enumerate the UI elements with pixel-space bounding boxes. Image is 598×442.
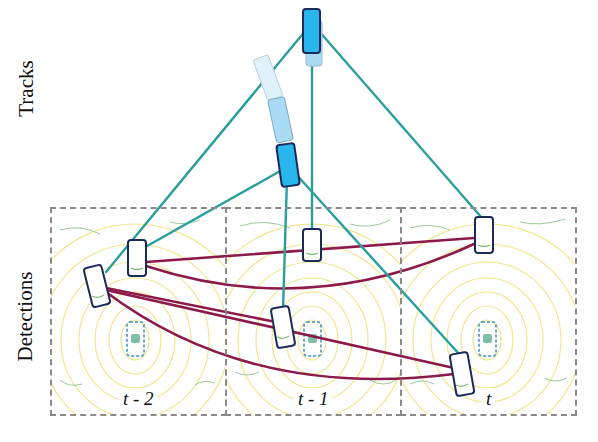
row-label: Tracks [15,60,38,116]
time-frame-panel: t - 2 [50,207,227,416]
detection-points [92,245,490,386]
track-associations [106,30,482,355]
frame-label: t [482,388,495,410]
frame-label: t - 2 [119,388,158,410]
frame-label: t - 1 [294,388,333,410]
time-frame-panel: t - 1 [225,207,402,416]
detection-boxes [83,217,493,396]
lidar-rings [19,224,598,442]
time-frame-panel: t [400,207,577,416]
row-label: Detections [14,272,37,362]
track-boxes [276,9,320,187]
